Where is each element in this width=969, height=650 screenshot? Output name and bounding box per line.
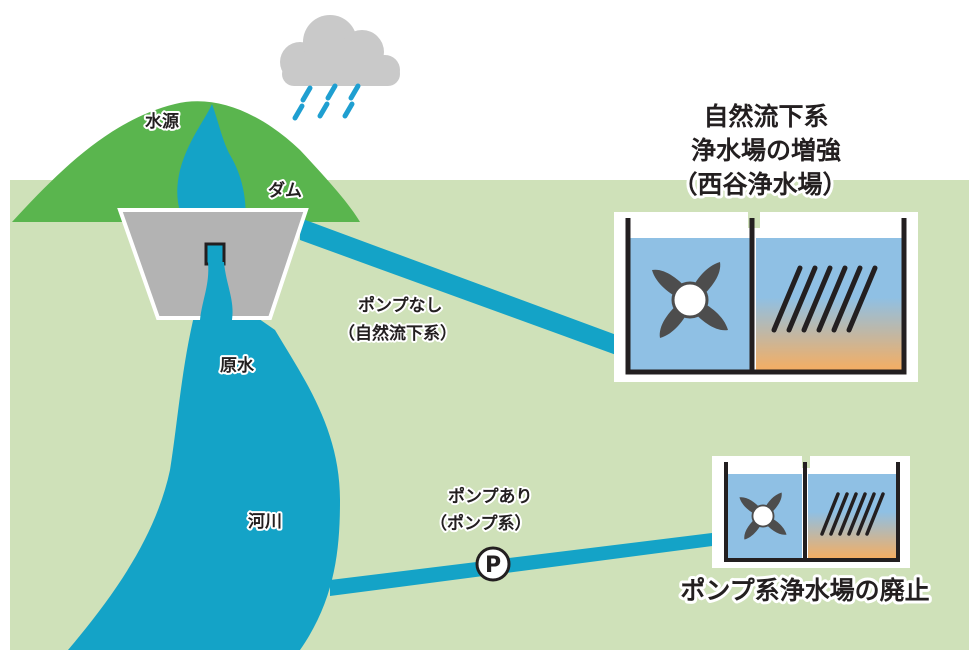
with-pump-label: ポンプあり bbox=[448, 486, 533, 507]
water-source-label: 水源 bbox=[145, 111, 179, 132]
settling-plates-icon bbox=[820, 492, 885, 536]
pump-plant-abolish-label: ポンプ系浄水場の廃止 bbox=[680, 576, 929, 605]
river-label: 河川 bbox=[248, 512, 282, 532]
mixer-icon bbox=[652, 262, 728, 338]
gravity-pipe bbox=[300, 218, 630, 360]
pump-system-label: （ポンプ系） bbox=[430, 513, 532, 534]
dam-label: ダム bbox=[268, 180, 302, 201]
gravity-plant-title-line2: 浄水場の増強 bbox=[691, 136, 841, 165]
gravity-plant bbox=[614, 212, 918, 382]
settling-plates-icon bbox=[771, 265, 878, 333]
gravity-system-label: （自然流下系） bbox=[338, 323, 457, 344]
pump-plant bbox=[712, 456, 910, 568]
pump-symbol-label: P bbox=[485, 553, 501, 578]
pump-icon: P bbox=[475, 546, 511, 582]
gravity-plant-title-line1: 自然流下系 bbox=[703, 102, 828, 131]
mixer-icon bbox=[739, 492, 787, 540]
raw-water-label: 原水 bbox=[220, 355, 255, 376]
dam-spill bbox=[200, 262, 233, 320]
dam-outlet bbox=[204, 242, 226, 266]
river bbox=[68, 300, 340, 650]
water-source-stream bbox=[177, 104, 246, 230]
rain-cloud-icon bbox=[280, 15, 400, 121]
pump-pipe bbox=[330, 532, 720, 596]
no-pump-label: ポンプなし bbox=[358, 295, 443, 316]
gravity-plant-title-line3: （西谷浄水場） bbox=[672, 170, 847, 199]
